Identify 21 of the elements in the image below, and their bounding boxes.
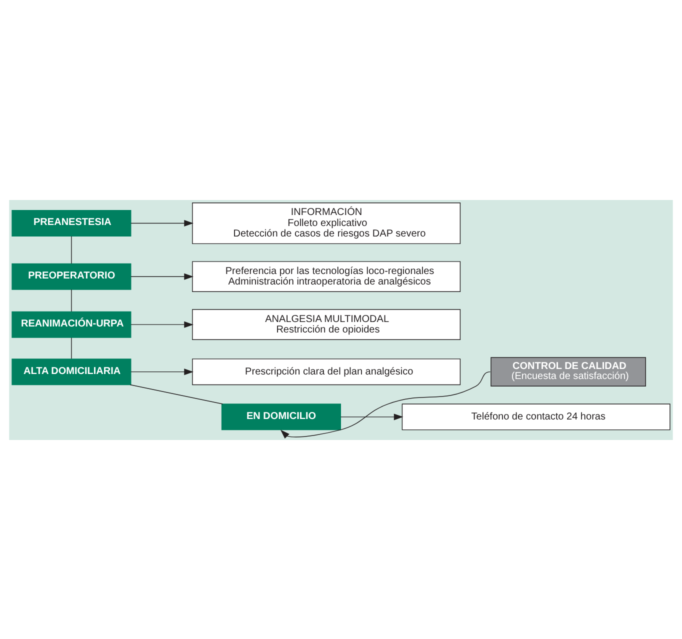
node-box: Teléfono de contacto 24 horas xyxy=(402,403,670,430)
connector xyxy=(130,384,224,404)
arrow xyxy=(130,272,194,280)
node-box: REANIMACIÓN-URPA xyxy=(12,310,132,338)
arrow xyxy=(280,370,491,438)
node-box: ANALGESIA MULTIMODAL Restricción de opioides xyxy=(192,308,461,340)
node-box: ALTA DOMICILIARIA xyxy=(12,358,132,385)
node-box: PREOPERATORIO xyxy=(12,262,132,290)
connector xyxy=(71,235,72,264)
node-box: EN DOMICILIO xyxy=(221,403,341,430)
arrow xyxy=(130,320,194,328)
node-box: PREANESTESIA xyxy=(12,210,132,236)
node-box: Prescripción clara del plan analgésico xyxy=(192,358,461,385)
connector xyxy=(71,288,72,312)
node-box: INFORMACIÓN Folleto explicativo Detección de casos de riesgos DAP severo xyxy=(192,202,461,244)
arrow xyxy=(130,220,194,226)
arrow xyxy=(130,368,194,375)
connector xyxy=(71,336,72,359)
arrow xyxy=(340,413,404,420)
node-box: CONTROL DE CALIDAD (Encuesta de satisfacción) xyxy=(490,356,646,386)
node-box: Preferencia por las tecnologías loco-regionales Administración intraoperatoria de analgésicos xyxy=(192,260,461,292)
